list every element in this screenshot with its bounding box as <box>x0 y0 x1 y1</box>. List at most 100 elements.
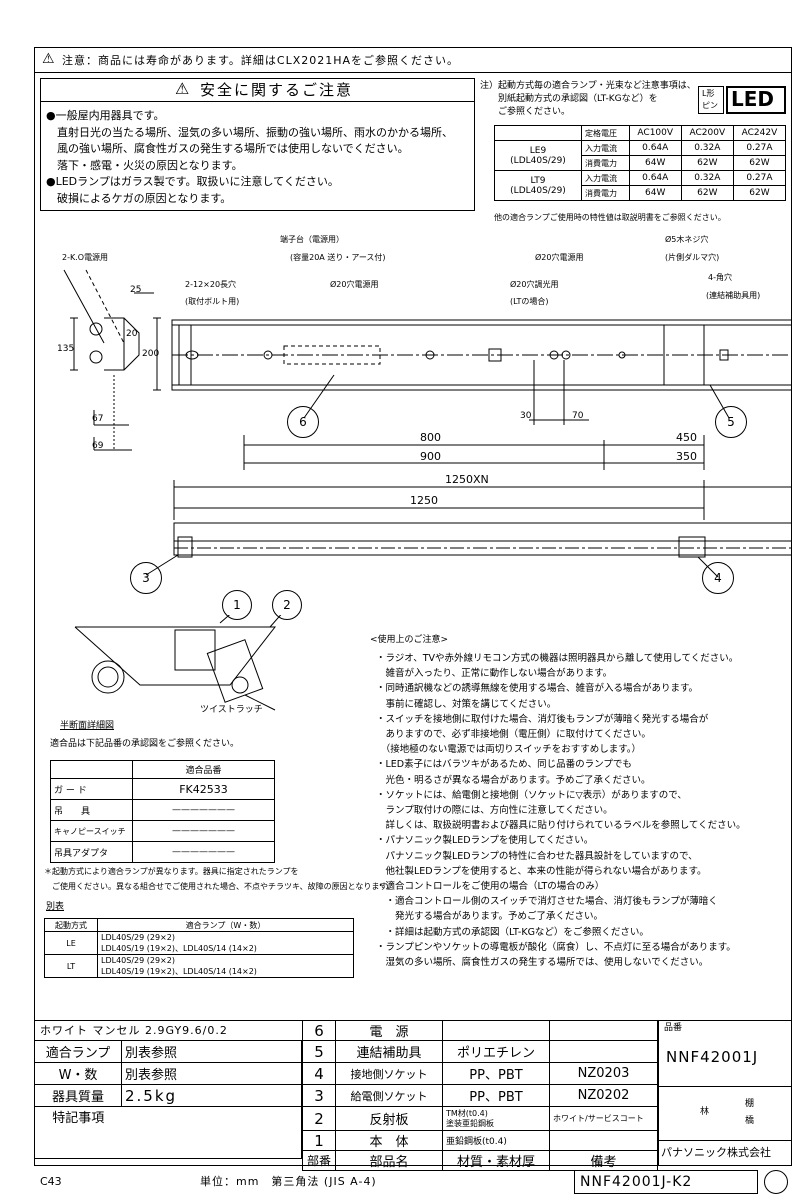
spec-value: 2.5kg <box>121 1084 302 1107</box>
usage-line: 湿気の多い場所、腐食性ガスの発生する場所では、使用しないでください。 <box>376 957 709 969</box>
plan-view <box>171 319 792 391</box>
footer-doc-number: NNF42001J-K2 <box>580 1174 693 1190</box>
section-title: 半断面詳細図 <box>60 721 115 731</box>
power-consumption-label: 消費電力 <box>581 155 630 171</box>
spec-value: 別表参照 <box>121 1062 302 1085</box>
power-table-header: AC100V <box>628 125 682 141</box>
safety-line: 落下・感電・火災の原因となります。 <box>46 158 243 172</box>
spec-label: 特記事項 <box>34 1106 122 1159</box>
part-material: 亜鉛鋼板(t0.4) <box>442 1130 550 1151</box>
betsu-title: 別表 <box>46 902 65 912</box>
part-material: PP、PBT <box>442 1084 550 1107</box>
dim-20: 20 <box>126 329 138 339</box>
power-table-voltage-label: 定格電圧 <box>581 125 630 141</box>
callout-number: 5 <box>727 415 735 429</box>
power-cell: 64W <box>628 185 682 201</box>
fit-note-2: ご使用ください。異なる組合せでご使用された場合、不点やチラツキ、故障の原因となり… <box>44 882 395 891</box>
power-table-model: LE9(LDL40S/29) <box>494 140 582 171</box>
model-label: (LDL40S/29) <box>510 155 566 166</box>
power-cell: 62W <box>732 185 787 201</box>
hole-power-left-label: Ø20穴電源用 <box>330 280 379 289</box>
betsu-lamps: LDL40S/29 (29×2)LDL40S/19 (19×2)、LDL40S/… <box>97 931 354 955</box>
parts-header-no: 部番 <box>302 1150 336 1171</box>
power-cell: 64W <box>628 155 682 171</box>
dim-67: 67 <box>92 414 104 424</box>
betsu-header: 起動方式 <box>44 918 98 932</box>
dim-135: 135 <box>57 344 75 354</box>
safety-warning-icon: ⚠ <box>175 79 190 98</box>
power-cell: 0.32A <box>680 140 734 156</box>
betsu-lamps: LDL40S/29 (29×2)LDL40S/19 (19×2)、LDL40S/… <box>97 954 354 978</box>
parts-header-note: 備考 <box>549 1150 658 1171</box>
part-material: TM材(t0.4) <box>446 1108 488 1118</box>
part-material: ポリエチレン <box>442 1040 550 1063</box>
lamp-note-line: 注）起動方式毎の適合ランプ・光束など注意事項は、 <box>480 81 696 91</box>
dim-1250: 1250 <box>410 494 438 507</box>
fit-row-value: FK42533 <box>132 778 275 800</box>
lamp-note-line: 別紙起動方式の承認図（LT-KGなど）を <box>480 94 658 104</box>
spec-label: W・数 <box>34 1062 122 1085</box>
hole-dim-label-2: (LTの場合) <box>510 297 549 306</box>
footer-unit: 単位：mm 第三角法 (JIS A-4) <box>200 1175 377 1188</box>
technical-drawing <box>63 269 792 578</box>
power-table-corner <box>494 125 582 141</box>
part-name: 接地側ソケット <box>335 1062 443 1085</box>
hole-dim-label: Ø20穴調光用 <box>510 280 559 289</box>
dim-450: 450 <box>676 431 697 444</box>
callout-number: 2 <box>283 598 291 612</box>
parts-header-material: 材質・素材厚 <box>442 1150 550 1171</box>
callout-4: 4 <box>702 562 734 594</box>
usage-line: ランプ取付けの際には、方向性に注意してください。 <box>376 805 613 817</box>
dim-25: 25 <box>130 285 142 295</box>
fit-table-header: 適合品番 <box>132 760 275 779</box>
input-current-label: 入力電流 <box>581 140 630 156</box>
ko-label: 2-K.O電源用 <box>62 253 109 262</box>
header-notice: 注意：商品には寿命があります。詳細はCLX2021HAをご参照ください。 <box>62 54 460 67</box>
part-name: 電 源 <box>335 1020 443 1041</box>
usage-line: ・同時通訳機などの誘導無線を使用する場合、雑音が入る場合があります。 <box>376 683 699 695</box>
hashi-label: 橋 <box>745 1116 755 1126</box>
fit-row-name: キャノピースイッチ <box>50 820 133 842</box>
callout-number: 3 <box>142 571 150 585</box>
part-no: 6 <box>302 1020 336 1041</box>
lamp-note: 注）起動方式毎の適合ランプ・光束など注意事項は、 別紙起動方式の承認図（LT-K… <box>480 80 696 119</box>
l-pin-badge-top: L形 <box>702 89 715 98</box>
callout-2: 2 <box>272 590 302 620</box>
part-name: 連結補助具 <box>335 1040 443 1063</box>
part-no: 2 <box>302 1106 336 1131</box>
spec-label: 適合ランプ <box>34 1040 122 1063</box>
power-consumption-label: 消費電力 <box>581 185 630 201</box>
hayashi-label: 林 <box>700 1107 710 1117</box>
fit-row-value: ——————— <box>132 799 275 821</box>
l-pin-badge-bottom: ピン <box>702 101 718 110</box>
usage-line: ・適合コントロールをご使用の場合（LTの場合のみ） <box>376 881 605 893</box>
power-table-header: AC242V <box>732 125 787 141</box>
dim-1250n: 1250XN <box>445 473 489 486</box>
l-pin-badge <box>698 86 724 114</box>
part-note <box>549 1130 658 1151</box>
callout-number: 6 <box>299 415 307 429</box>
usage-line: 事前に確認し、対策を講じてください。 <box>376 698 557 710</box>
title-block <box>658 1020 793 1166</box>
usage-line: ・適合コントロール側のスイッチで消灯させた場合、消灯後もランプが薄暗く <box>376 896 718 908</box>
input-current-label: 入力電流 <box>581 170 630 186</box>
usage-title: <使用上のご注意> <box>370 635 449 645</box>
callout-number: 4 <box>714 571 722 585</box>
led-label: LED <box>731 87 775 111</box>
model-label: 品番 <box>664 1023 683 1033</box>
dim-69: 69 <box>92 441 104 451</box>
fit-note-1: ＊起動方式により適合ランプが異なります。器具に指定されたランプを <box>44 867 299 876</box>
footer-doc-box <box>574 1170 758 1194</box>
part-note: NZ0202 <box>549 1084 658 1107</box>
fit-row-name: 吊具アダプタ <box>50 841 133 863</box>
power-cell: 0.64A <box>628 140 682 156</box>
title-divider-1 <box>658 1086 792 1087</box>
part-no: 1 <box>302 1130 336 1151</box>
betsu-type: LT <box>44 954 98 978</box>
power-table-model: LT9(LDL40S/29) <box>494 170 582 201</box>
model-label: (LDL40S/29) <box>510 185 566 196</box>
dim-30: 30 <box>520 411 532 421</box>
safety-lines: ●一般屋内用器具です。 直射日光の当たる場所、湿気の多い場所、振動の強い場所、雨… <box>46 108 453 207</box>
